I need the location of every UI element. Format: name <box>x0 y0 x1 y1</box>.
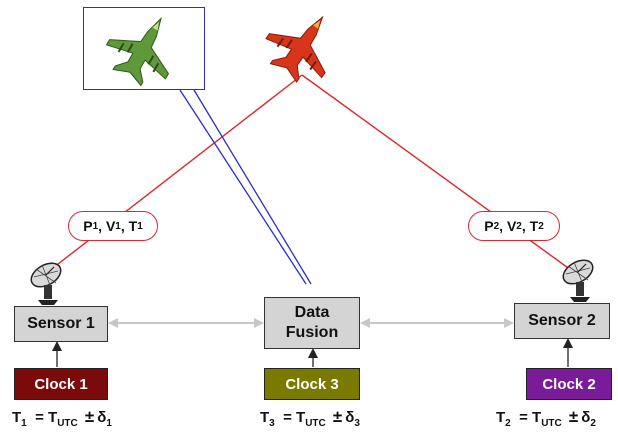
time-subscript: 2 <box>538 220 544 232</box>
radar-dish-icon <box>562 259 594 302</box>
clock-2-box: Clock 2 <box>526 368 612 400</box>
data-fusion-box: Data Fusion <box>264 297 360 349</box>
position-symbol: P <box>83 218 93 234</box>
blue-link-1 <box>179 89 307 285</box>
sensor-1-box: Sensor 1 <box>14 306 108 342</box>
velocity-symbol: V <box>506 218 517 234</box>
tracked-aircraft-thumbnail <box>83 7 205 90</box>
position-subscript: 2 <box>493 220 500 232</box>
red-link-right <box>301 74 583 279</box>
time-symbol: T <box>529 218 539 234</box>
sensor-2-label: Sensor 2 <box>528 312 596 329</box>
clock-1-box: Clock 1 <box>14 368 108 400</box>
blue-link-2 <box>193 89 312 285</box>
position-subscript: 1 <box>92 220 99 232</box>
clock-1-label: Clock 1 <box>34 375 88 393</box>
sensor-1-label: Sensor 1 <box>27 315 95 332</box>
clock-2-equation: T2 = TUTC ±δ2 <box>496 407 596 429</box>
clock-2-label: Clock 2 <box>542 375 596 393</box>
clock-1-equation: T1 = TUTC ±δ1 <box>12 407 112 429</box>
radar-dish-icon <box>30 262 62 305</box>
velocity-subscript: 1 <box>115 220 121 232</box>
velocity-symbol: V <box>105 218 116 234</box>
time-symbol: T <box>128 218 138 234</box>
data-fusion-label-line1: Data <box>294 304 330 321</box>
clock-3-equation: T3 = TUTC ±δ3 <box>260 407 360 429</box>
clock-3-box: Clock 3 <box>264 368 360 400</box>
fighter-jet-red-icon <box>265 15 326 83</box>
position-symbol: P <box>484 218 494 234</box>
time-subscript: 1 <box>137 220 143 232</box>
velocity-subscript: 2 <box>516 220 522 232</box>
sensor-2-box: Sensor 2 <box>514 303 610 339</box>
fighter-jet-green-icon <box>105 16 170 87</box>
red-link-left <box>39 74 303 279</box>
data-fusion-label-line2: Fusion <box>285 324 339 341</box>
clock-3-label: Clock 3 <box>285 375 339 393</box>
